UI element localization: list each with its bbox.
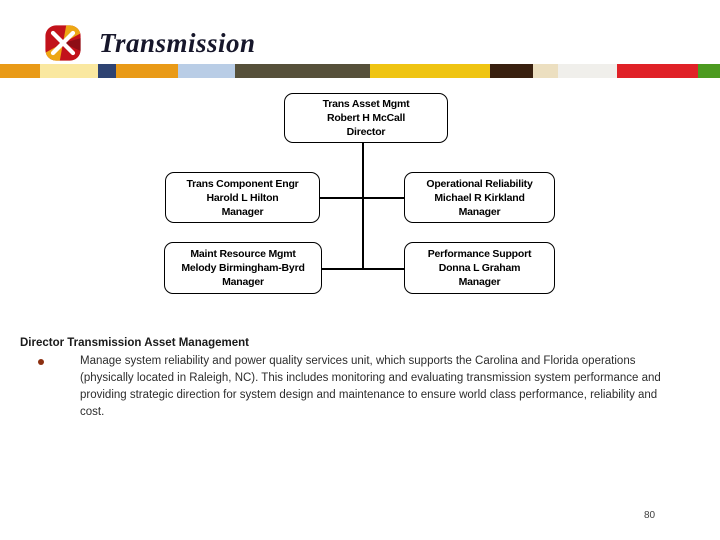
description-block: Director Transmission Asset Management M… bbox=[20, 337, 688, 421]
org-box-role: Manager bbox=[458, 205, 501, 218]
slide-title: Transmission bbox=[99, 28, 256, 58]
bullet-icon bbox=[38, 359, 44, 365]
org-box-role: Manager bbox=[458, 276, 501, 288]
color-band-segment-orange bbox=[0, 64, 40, 78]
logo-blade-darkred bbox=[63, 37, 81, 53]
color-band-segment-dark-olive bbox=[235, 64, 370, 78]
bullet-item: Manage system reliability and power qual… bbox=[20, 353, 688, 421]
org-box-person: Robert H McCall bbox=[326, 112, 406, 124]
org-box-performance-support: Performance Support Donna L Graham Manag… bbox=[404, 242, 555, 294]
color-band-segment-green bbox=[698, 64, 720, 78]
org-box-unit: Performance Support bbox=[427, 248, 532, 260]
org-box-unit: Trans Component Engr bbox=[186, 177, 299, 190]
connector-row2 bbox=[322, 268, 404, 270]
description-heading: Director Transmission Asset Management bbox=[20, 337, 250, 349]
org-box-operational-reliability: Operational Reliability Michael R Kirkla… bbox=[404, 172, 555, 223]
org-box-role: Manager bbox=[221, 205, 264, 218]
color-band-segment-off-white bbox=[558, 64, 617, 78]
connector-row1 bbox=[320, 197, 404, 199]
org-box-person: Harold L Hilton bbox=[206, 191, 279, 204]
org-box-maint-resource-mgmt: Maint Resource Mgmt Melody Birmingham-By… bbox=[164, 242, 322, 294]
color-band-segment-gold bbox=[370, 64, 490, 78]
org-box-trans-component-engr: Trans Component Engr Harold L Hilton Man… bbox=[165, 172, 320, 223]
org-box-director: Trans Asset Mgmt Robert H McCall Directo… bbox=[284, 93, 448, 143]
org-box-person: Michael R Kirkland bbox=[434, 191, 525, 204]
color-band-segment-red bbox=[617, 64, 698, 78]
org-box-person: Melody Birmingham-Byrd bbox=[181, 262, 305, 274]
org-box-unit: Maint Resource Mgmt bbox=[190, 248, 296, 260]
color-band-segment-orange-2 bbox=[116, 64, 178, 78]
color-band-segment-pale-yellow bbox=[40, 64, 98, 78]
color-band-segment-beige bbox=[533, 64, 558, 78]
color-band-segment-light-blue bbox=[178, 64, 235, 78]
bullet-text: Manage system reliability and power qual… bbox=[80, 355, 661, 418]
org-box-role: Director bbox=[346, 126, 386, 138]
color-band-segment-navy bbox=[98, 64, 116, 78]
org-box-unit: Trans Asset Mgmt bbox=[322, 98, 410, 110]
color-band-segment-dark-brown bbox=[490, 64, 533, 78]
org-box-role: Manager bbox=[222, 276, 264, 288]
color-band bbox=[0, 64, 720, 78]
connector-vertical bbox=[362, 143, 364, 269]
org-box-unit: Operational Reliability bbox=[426, 177, 533, 190]
pinwheel-logo-icon bbox=[45, 25, 81, 61]
page-number: 80 bbox=[644, 510, 656, 521]
org-box-person: Donna L Graham bbox=[438, 262, 521, 274]
